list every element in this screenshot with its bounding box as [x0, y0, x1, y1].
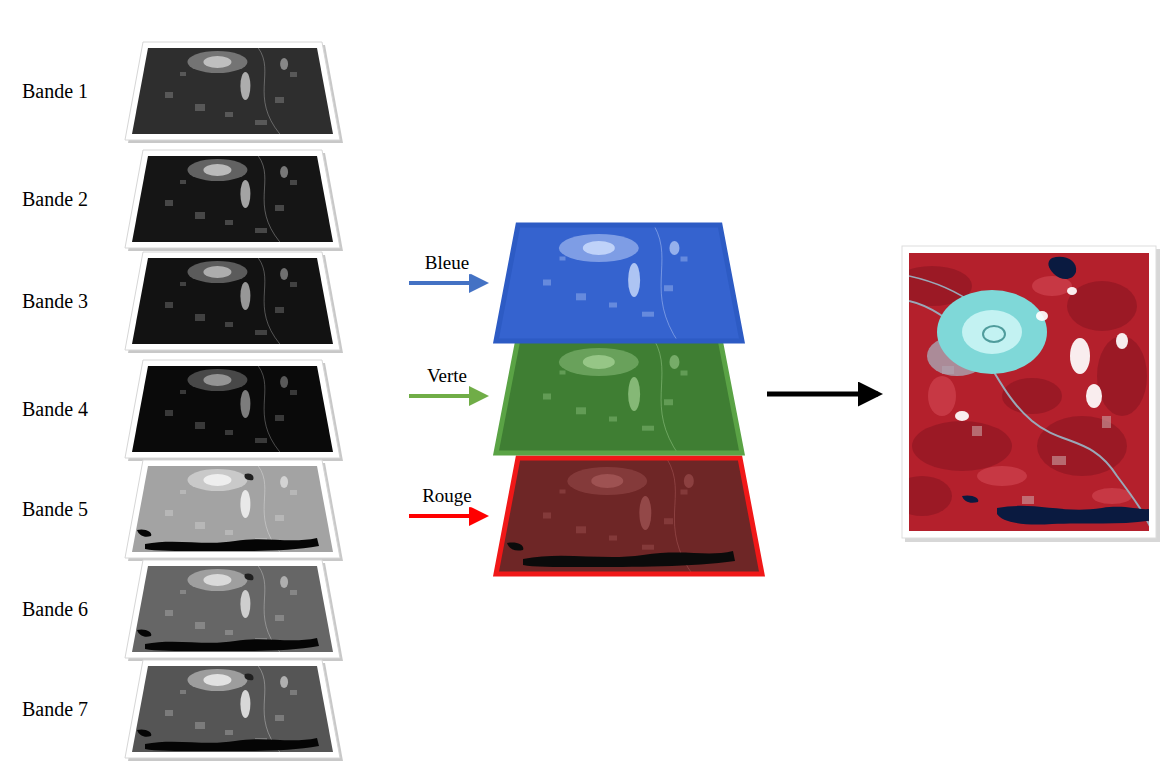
band-label: Bande 1	[22, 79, 88, 103]
channel-arrow	[767, 392, 878, 397]
channel-layer-shape	[493, 336, 745, 456]
band-tile	[125, 560, 340, 658]
layer-fill	[496, 225, 742, 341]
layer-fill	[496, 339, 742, 453]
band-image: Bande 6	[12, 560, 405, 658]
band-label: Bande 3	[22, 289, 88, 313]
tile-texture	[137, 566, 319, 652]
band-tile	[125, 660, 340, 758]
channel-label: Verte	[425, 365, 469, 387]
layer-texture	[543, 340, 688, 456]
composite-picture	[902, 246, 1160, 542]
band-image: Bande 2	[12, 150, 405, 248]
tile-texture	[137, 666, 319, 752]
band-label: Bande 6	[22, 597, 88, 621]
blue-channel-layer	[493, 222, 745, 344]
band-label: Bande 4	[22, 397, 88, 421]
tile-image	[132, 666, 333, 752]
color-composite-image	[902, 246, 1160, 542]
channel-label: Bleue	[423, 252, 471, 274]
band-image: Bande 3	[12, 252, 405, 350]
tile-frame	[125, 660, 340, 758]
tile-texture	[165, 48, 297, 134]
tile-image	[132, 466, 333, 552]
band-tile	[125, 460, 340, 558]
photo-landscape	[909, 257, 1149, 531]
channel-arrow	[409, 394, 485, 398]
band-tile	[125, 150, 340, 248]
layer-border	[496, 339, 742, 453]
tile-shadow	[128, 663, 343, 761]
band-tile	[125, 360, 340, 458]
tile-image	[132, 566, 333, 652]
tile-frame	[125, 42, 340, 140]
tile-image	[132, 156, 333, 242]
channel-label: Rouge	[420, 485, 474, 507]
band-tile	[125, 252, 340, 350]
tile-frame	[125, 560, 340, 658]
band-label: Bande 2	[22, 187, 88, 211]
channel-arrow	[409, 514, 485, 518]
tile-shadow	[128, 463, 343, 561]
channel-layer-shape	[493, 455, 765, 577]
tile-texture	[137, 466, 319, 552]
layer-texture	[507, 459, 735, 577]
tile-image	[132, 258, 333, 344]
tile-frame	[125, 360, 340, 458]
tile-shadow	[128, 45, 343, 143]
tile-image	[132, 366, 333, 452]
channel-arrow	[409, 281, 485, 285]
green-channel-layer	[493, 336, 745, 456]
tile-shadow	[128, 153, 343, 251]
layer-texture	[543, 226, 688, 344]
band-image: Bande 5	[12, 460, 405, 558]
tile-texture	[165, 258, 297, 344]
tile-texture	[165, 366, 297, 452]
band-label: Bande 7	[22, 697, 88, 721]
tile-shadow	[128, 563, 343, 661]
tile-image	[132, 48, 333, 134]
channel-layer-shape	[493, 222, 745, 344]
band-image: Bande 4	[12, 360, 405, 458]
tile-texture	[165, 156, 297, 242]
layer-border	[496, 458, 762, 574]
band-tile	[125, 42, 340, 140]
layer-border	[496, 225, 742, 341]
layer-fill	[496, 458, 762, 574]
tile-shadow	[128, 255, 343, 353]
tile-frame	[125, 150, 340, 248]
tile-frame	[125, 252, 340, 350]
band-image: Bande 7	[12, 660, 405, 758]
band-image: Bande 1	[12, 42, 405, 140]
tile-frame	[125, 460, 340, 558]
red-channel-layer	[493, 455, 765, 577]
band-label: Bande 5	[22, 497, 88, 521]
tile-shadow	[128, 363, 343, 461]
